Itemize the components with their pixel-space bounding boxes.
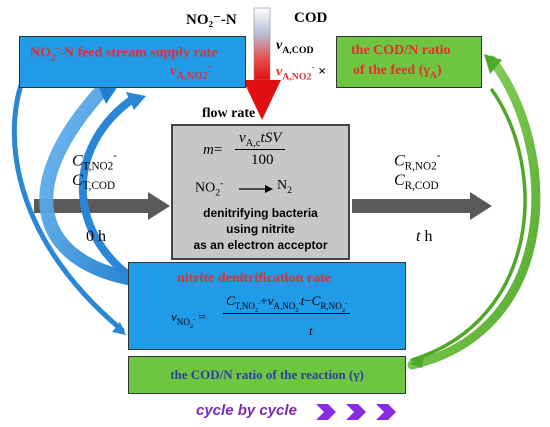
rate-lhs: vNO2- = [171,309,206,330]
outlet-c-no2: CR,NO2- [394,150,441,173]
no2-n-label: NO₂⁻-N [186,12,237,28]
reaction-product: N2 [277,178,293,196]
green-curved-arrows [407,54,541,370]
blue-curved-arrows [11,69,146,335]
reaction-arrow [239,185,273,193]
flow-rate-label: flow rate [202,106,256,121]
reaction-equation: NO2- [195,178,224,199]
outlet-c-cod: CR,COD [394,172,439,193]
footer-chevrons [316,404,396,420]
outlet-arrow [352,192,492,220]
cod-label: COD [294,10,328,26]
reactor-label-line3: as an electron acceptor [193,238,328,252]
reactor-box: m= vA,ctSV 100 NO2- N2 denitrifying bact… [171,124,350,260]
mass-equation: m= [203,142,223,158]
inlet-c-cod: CT,COD [72,172,116,193]
inlet-arrow [34,192,170,220]
feed-box-symbol: vA,NO2- [170,61,212,82]
rate-box-title: nitrite denitrification rate [177,271,331,286]
reactor-label-line2: using nitrite [226,222,295,236]
rate-denominator: t [309,323,313,338]
mass-denominator: 100 [251,152,274,168]
inlet-c-no2: CT,NO2- [72,150,117,173]
denitrification-rate-box: nitrite denitrification rate vNO2- = CT,… [128,262,406,350]
v-acod-label: vA,COD [276,38,314,56]
feed-box-title: NO2--N feed stream supply rate [30,43,218,64]
feed-cod-n-ratio-box: the COD/N ratio of the feed (γA) [336,36,482,88]
feed-ratio-line1: the COD/N ratio [351,43,451,58]
v-ano2-label: vA,NO2- × [276,62,327,83]
flow-rate-arrow [243,7,281,120]
feed-ratio-line2: of the feed (γA) [353,63,442,81]
reaction-cod-n-ratio-box: the COD/N ratio of the reaction (γ) [128,356,406,394]
outlet-time: t h [416,228,433,245]
inlet-time: 0 h [86,228,106,245]
reaction-ratio-label: the COD/N ratio of the reaction (γ) [170,367,364,382]
cycle-by-cycle-label: cycle by cycle [196,402,297,419]
reactor-label-line1: denitrifying bacteria [203,206,318,220]
feed-supply-rate-box: NO2--N feed stream supply rate vA,NO2- [19,36,246,88]
mass-numerator: vA,ctSV [235,130,286,150]
rate-numerator: CT,NO2-+vA,NO2-t−CR,NO2- [223,293,351,315]
